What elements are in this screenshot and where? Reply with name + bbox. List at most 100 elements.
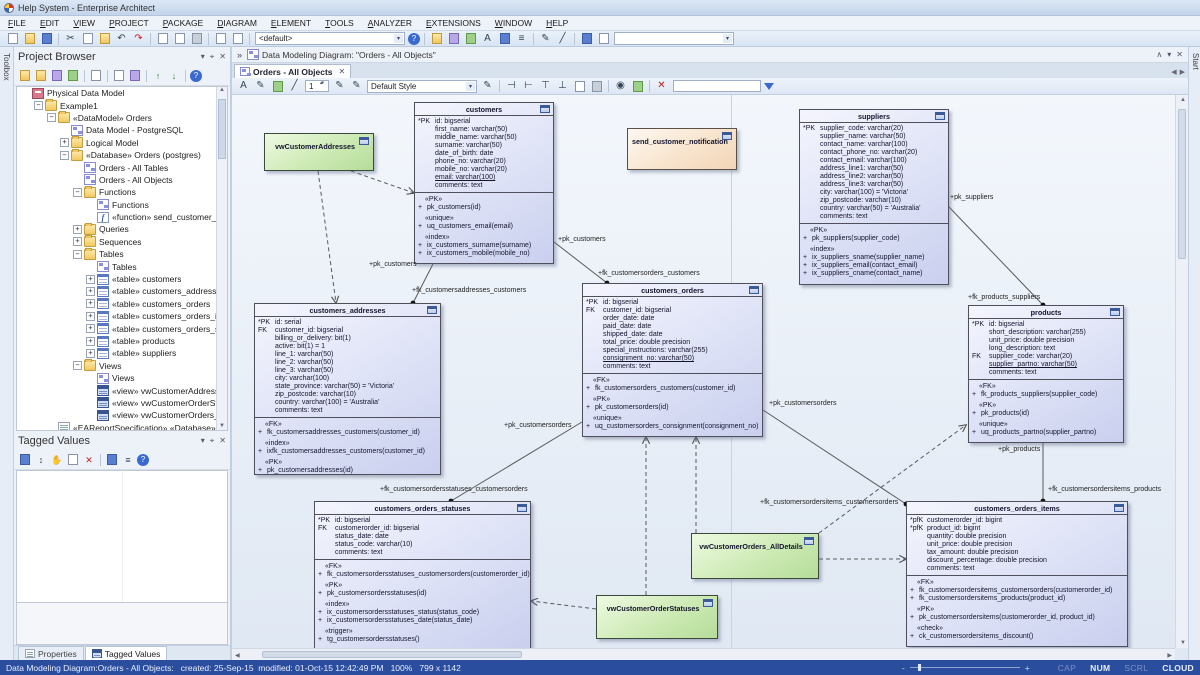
down-green-icon[interactable]: ↓ bbox=[171, 70, 177, 81]
menu-edit[interactable]: EDIT bbox=[39, 18, 60, 28]
tree-item--table-customers-addresses[interactable]: +«table» customers_addresses bbox=[17, 285, 227, 297]
new-doc-icon[interactable] bbox=[5, 32, 20, 46]
tree-item-functions[interactable]: −Functions bbox=[17, 185, 227, 198]
menu-help[interactable]: HELP bbox=[546, 18, 569, 28]
menu-down-icon[interactable]: ▾ bbox=[200, 52, 205, 61]
expand-icon[interactable]: + bbox=[86, 348, 95, 358]
tree-item-views[interactable]: Views bbox=[17, 372, 227, 384]
search-icon[interactable] bbox=[89, 69, 103, 82]
menu-extensions[interactable]: EXTENSIONS bbox=[425, 18, 481, 28]
help-icon[interactable]: ? bbox=[190, 69, 202, 82]
zoom-spinner[interactable]: 1 bbox=[305, 80, 329, 92]
zoom-in-icon[interactable]: + bbox=[1024, 662, 1030, 673]
settings-icon[interactable]: ≡ bbox=[125, 454, 131, 465]
menu-tools[interactable]: TOOLS bbox=[325, 18, 354, 28]
tree-item-physical-data-model[interactable]: Physical Data Model bbox=[17, 87, 227, 99]
line-icon[interactable]: ╱ bbox=[559, 32, 566, 44]
tree-item--table-products[interactable]: +«table» products bbox=[17, 335, 227, 347]
zoom-doc-icon[interactable] bbox=[230, 32, 245, 46]
tree-item--table-customers[interactable]: +«table» customers bbox=[17, 273, 227, 285]
style-combo[interactable]: Default Style▾ bbox=[367, 79, 477, 93]
quick-search-combo[interactable]: ▾ bbox=[614, 32, 734, 45]
text-a-icon[interactable]: A bbox=[484, 32, 491, 44]
project-tree-scrollbar[interactable]: ▲▼ bbox=[216, 87, 227, 430]
grid-icon[interactable] bbox=[18, 453, 32, 466]
status-toggle-cap[interactable]: CAP bbox=[1057, 662, 1077, 673]
send-back-icon[interactable] bbox=[589, 79, 604, 93]
tree-item--view-vwcustomerorders-alldetails[interactable]: «view» vwCustomerOrders_AllDetails bbox=[17, 409, 227, 421]
collapse-icon[interactable]: − bbox=[73, 361, 82, 371]
status-toggle-cloud[interactable]: CLOUD bbox=[1162, 662, 1194, 673]
fill-dd-icon[interactable] bbox=[270, 79, 285, 93]
print-icon[interactable] bbox=[189, 32, 204, 46]
up-green-icon[interactable]: ↑ bbox=[155, 70, 161, 81]
tagged-values-body[interactable] bbox=[16, 470, 228, 603]
font-a-icon[interactable]: A bbox=[240, 80, 247, 91]
tree-item-sequences[interactable]: +Sequences bbox=[17, 235, 227, 248]
diagram-search-input[interactable] bbox=[673, 80, 761, 92]
tab-close-icon[interactable]: ✕ bbox=[338, 67, 346, 76]
expand-icon[interactable]: + bbox=[86, 274, 95, 284]
find-doc-icon[interactable] bbox=[213, 32, 228, 46]
tree-item--view-vwcustomeraddresses[interactable]: «view» vwCustomerAddresses bbox=[17, 384, 227, 397]
element-new-icon[interactable] bbox=[463, 32, 478, 46]
function-send_customer_notification[interactable]: send_customer_notification bbox=[627, 128, 737, 170]
tree-item--table-suppliers[interactable]: +«table» suppliers bbox=[17, 347, 227, 359]
diagram-new-icon[interactable] bbox=[50, 69, 64, 82]
tree-item--eareportspecification-database-postgres[interactable]: «EAReportSpecification» «Database» Postg… bbox=[17, 422, 227, 430]
new-window-doc-icon[interactable] bbox=[172, 32, 187, 46]
zoom-slider-knob[interactable] bbox=[917, 664, 921, 671]
status-toggle-scrl[interactable]: SCRL bbox=[1124, 662, 1149, 673]
open-folder-icon[interactable] bbox=[22, 32, 37, 46]
help-icon[interactable]: ? bbox=[137, 453, 149, 466]
tree-item--function-send-customer-notification[interactable]: f«function» send_customer_notification bbox=[17, 211, 227, 223]
search-doc-icon[interactable] bbox=[155, 32, 170, 46]
hand-icon[interactable]: ✋ bbox=[51, 454, 63, 465]
pen-icon[interactable]: ✎ bbox=[541, 32, 550, 44]
edit-dd-icon[interactable] bbox=[112, 69, 126, 82]
toolbox-strip-label[interactable]: Toolbox bbox=[2, 53, 11, 81]
line-dd-icon[interactable]: ╱ bbox=[291, 80, 298, 91]
zoom-out-icon[interactable]: - bbox=[901, 662, 905, 673]
tree-item-example1[interactable]: −Example1 bbox=[17, 99, 227, 112]
view-vwCustomerOrders_AllDetails[interactable]: vwCustomerOrders_AllDetails bbox=[691, 533, 819, 579]
pin-icon[interactable]: ⌖ bbox=[209, 435, 215, 445]
tree-item-data-model-postgresql[interactable]: Data Model - PostgreSQL bbox=[17, 124, 227, 136]
style-pen-dd-icon[interactable]: ✎ bbox=[483, 80, 492, 91]
tree-item--database-orders-postgres-[interactable]: −«Database» Orders (postgres) bbox=[17, 148, 227, 161]
element-new-icon[interactable] bbox=[66, 69, 80, 82]
fk-connector[interactable] bbox=[412, 263, 434, 304]
window-grid-icon[interactable] bbox=[579, 32, 594, 46]
expand-icon[interactable]: + bbox=[73, 224, 82, 234]
tree-item--datamodel-orders[interactable]: −«DataModel» Orders bbox=[17, 111, 227, 124]
status-toggle-num[interactable]: NUM bbox=[1090, 662, 1111, 673]
resource-icon[interactable] bbox=[497, 32, 512, 46]
close-icon[interactable]: ✕ bbox=[219, 436, 226, 445]
tree-item--view-vwcustomerorderstatuses[interactable]: «view» vwCustomerOrderStatuses bbox=[17, 397, 227, 409]
edit-icon[interactable] bbox=[66, 453, 80, 466]
menu-down-icon[interactable]: ▾ bbox=[1167, 50, 1172, 59]
dependency-connector[interactable] bbox=[350, 170, 414, 193]
package-new-icon[interactable] bbox=[18, 69, 32, 82]
fk-connector[interactable] bbox=[553, 241, 608, 284]
pin-icon[interactable]: ⌖ bbox=[209, 51, 215, 61]
zoom-slider-track[interactable] bbox=[909, 664, 1020, 671]
menu-diagram[interactable]: DIAGRAM bbox=[217, 18, 257, 28]
vertical-scrollbar[interactable]: ▲▼ bbox=[1175, 95, 1188, 648]
menu-down-icon[interactable]: ▾ bbox=[200, 436, 205, 445]
save-icon[interactable] bbox=[39, 32, 54, 46]
visibility-dd-icon[interactable]: ◉ bbox=[616, 80, 625, 91]
collapse-icon[interactable]: − bbox=[60, 150, 69, 160]
tab-scroll-right-icon[interactable]: ▶ bbox=[1179, 69, 1185, 76]
paste-icon[interactable] bbox=[97, 32, 112, 46]
chevrons-icon[interactable]: » bbox=[237, 49, 243, 60]
tab-scroll-left-icon[interactable]: ◀ bbox=[1171, 69, 1177, 76]
tree-item-queries[interactable]: +Queries bbox=[17, 222, 227, 235]
tree-item--table-customers-orders-items[interactable]: +«table» customers_orders_items bbox=[17, 310, 227, 322]
delete-red-icon[interactable]: ✕ bbox=[85, 454, 93, 465]
box-blue-icon[interactable] bbox=[105, 453, 119, 466]
